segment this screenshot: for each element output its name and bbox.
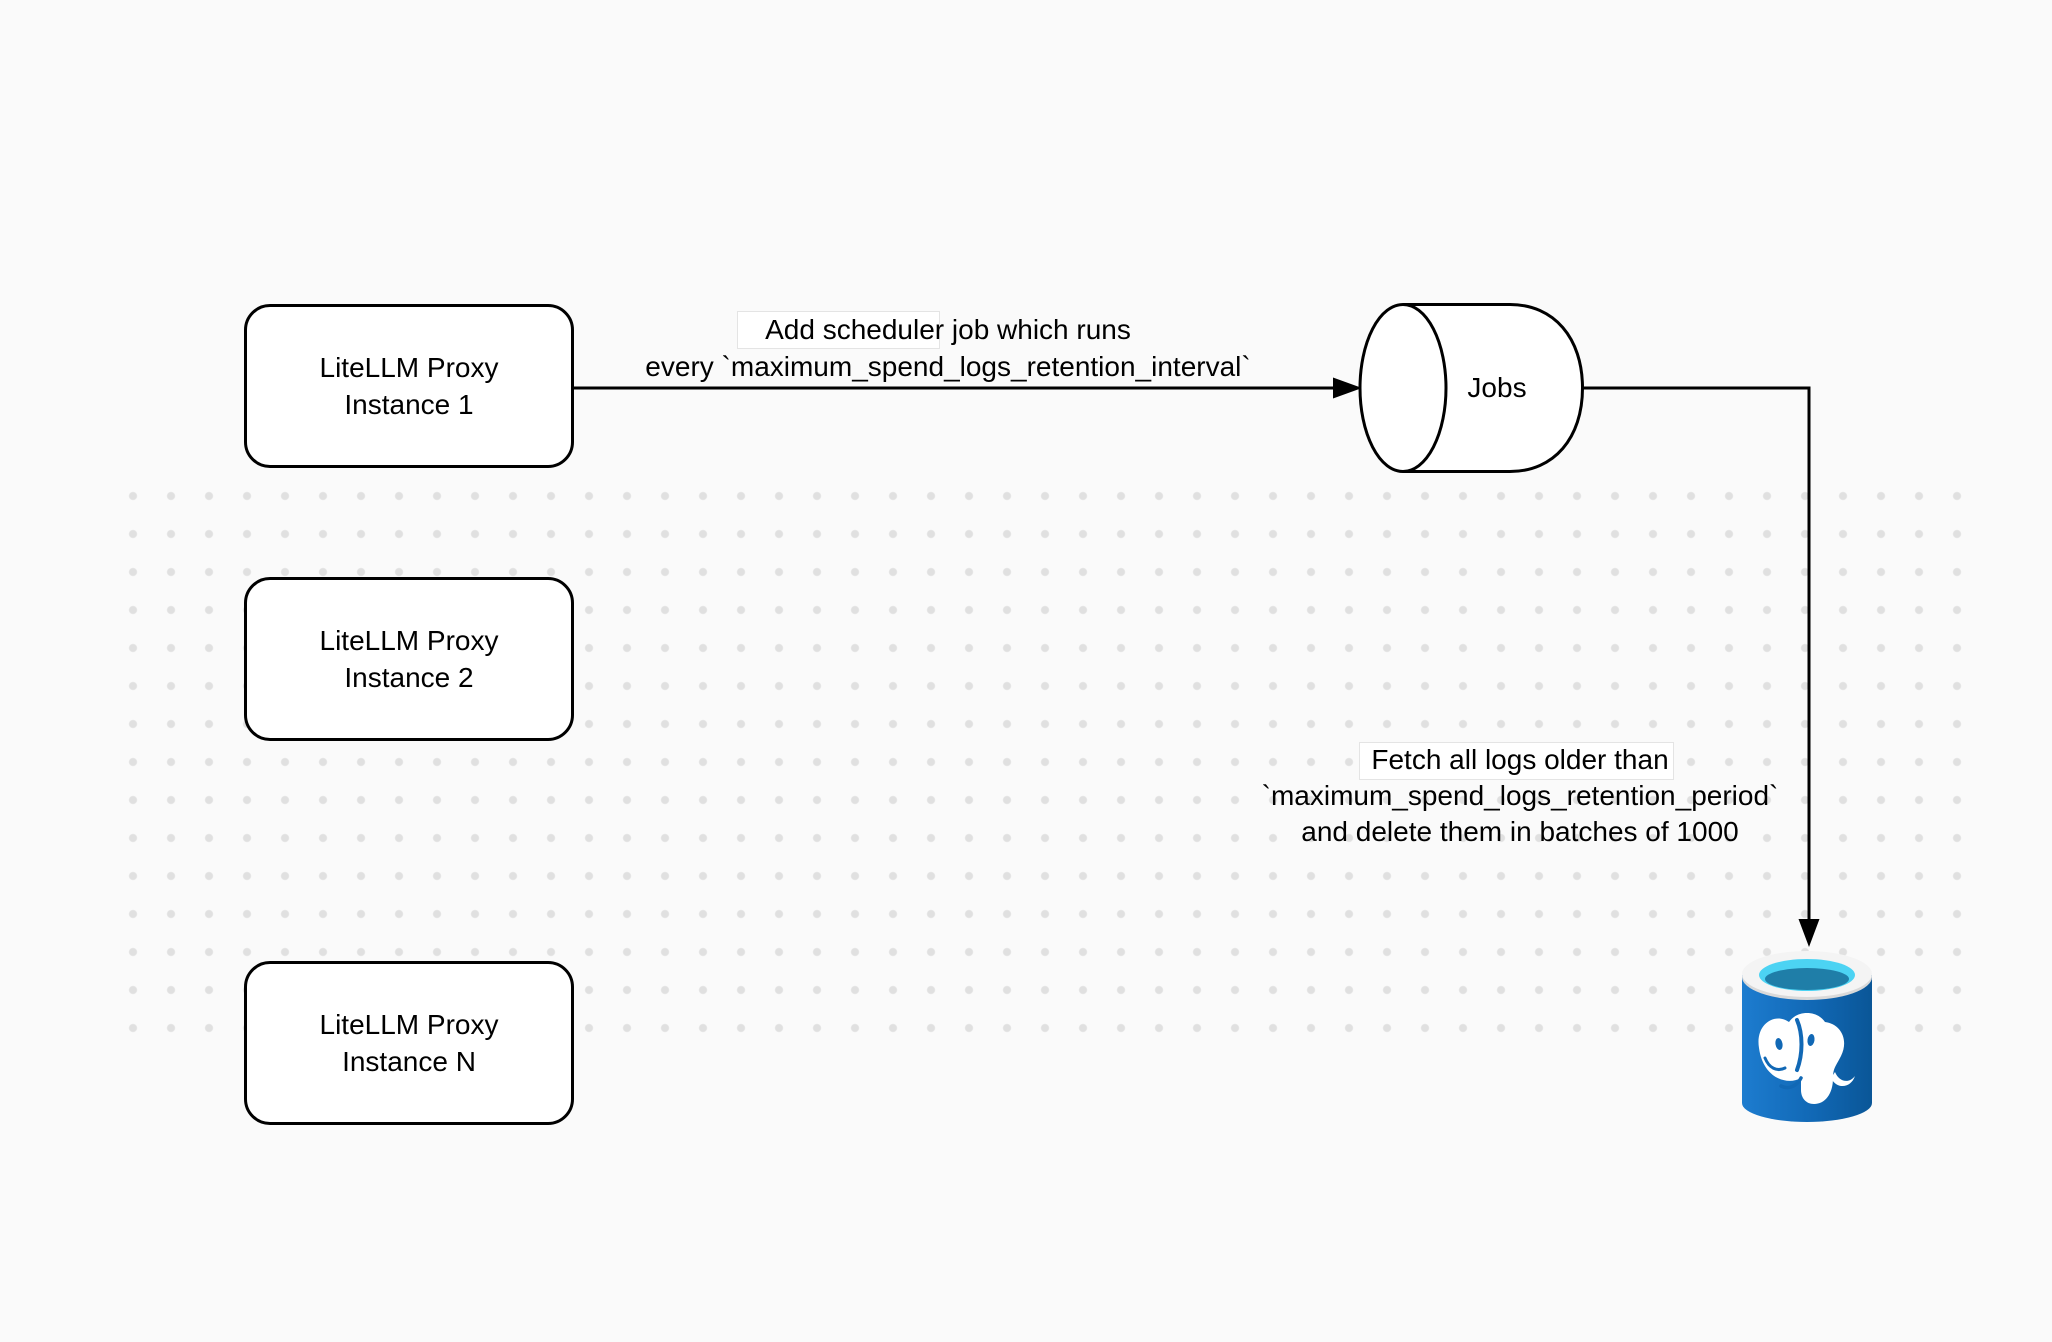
node-label-line: Instance 2	[344, 662, 474, 693]
node-jobs-label: Jobs	[1467, 372, 1527, 403]
arrowhead-down-icon	[1798, 919, 1820, 947]
edge-jobs-to-database	[1582, 386, 1811, 919]
node-litellm-proxy-instance-2: LiteLLM Proxy Instance 2	[244, 577, 574, 741]
edge-label-line: `maximum_spend_logs_retention_period`	[1261, 780, 1779, 811]
edge-label-line: Fetch all logs older than	[1371, 744, 1669, 775]
jobs-cylinder-body-fill	[1403, 304, 1583, 472]
postgres-opening-inner	[1765, 968, 1849, 990]
label-background-rect	[1359, 742, 1674, 780]
elephant-ear-line	[1795, 1018, 1804, 1072]
node-label-line: LiteLLM Proxy	[319, 1009, 499, 1040]
edge-label-line: and delete them in batches of 1000	[1301, 816, 1739, 847]
node-litellm-proxy-instance-n: LiteLLM Proxy Instance N	[244, 961, 574, 1125]
elephant-left-tusk-line	[1779, 1076, 1803, 1090]
edge-label-line: Add scheduler job which runs	[765, 314, 1131, 345]
node-litellm-proxy-instance-1: LiteLLM Proxy Instance 1	[244, 304, 574, 468]
node-label-line: Instance 1	[344, 389, 474, 420]
node-label-line: Instance N	[342, 1046, 476, 1077]
label-background-rect	[737, 311, 940, 349]
jobs-cylinder-end-ellipse	[1358, 303, 1448, 473]
node-jobs-cylinder	[1358, 303, 1585, 473]
node-label-line: LiteLLM Proxy	[319, 625, 499, 656]
edge-label-fetch-logs: Fetch all logs older than `maximum_spend…	[1213, 742, 1827, 850]
node-label-line: LiteLLM Proxy	[319, 352, 499, 383]
arrowhead-right-icon	[1333, 377, 1362, 399]
edge-label-scheduler-job: Add scheduler job which runs every `maxi…	[608, 311, 1288, 385]
edge-label-line: every `maximum_spend_logs_retention_inte…	[645, 351, 1251, 382]
postgresql-database-icon	[1742, 951, 1872, 1122]
jobs-cylinder-body-stroke	[1403, 303, 1585, 473]
elephant-cheek-line	[1763, 1056, 1787, 1072]
elephant-right-eye	[1807, 1034, 1815, 1046]
elephant-left-eye	[1775, 1038, 1783, 1050]
elephant-right-tusk	[1831, 1072, 1855, 1087]
postgres-elephant-icon	[1758, 1013, 1855, 1104]
